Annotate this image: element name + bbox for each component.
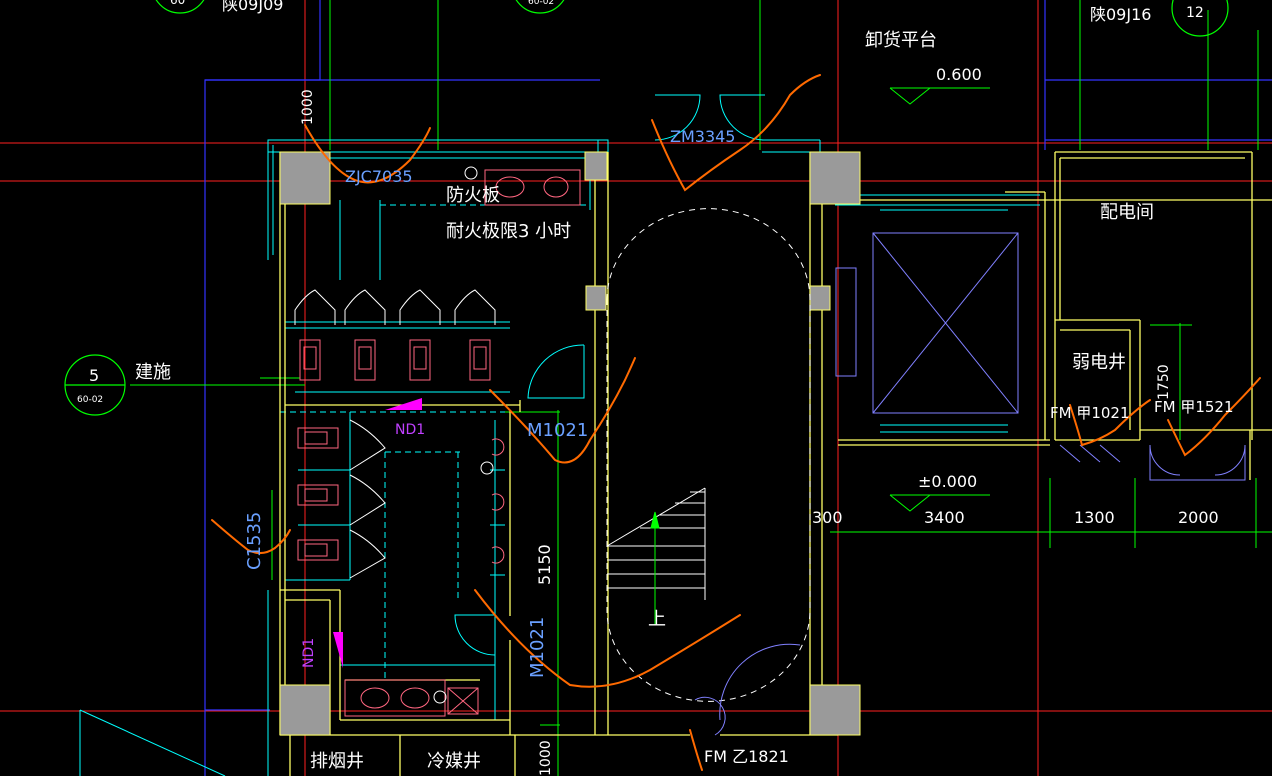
power-room-label: 配电间 [1100, 202, 1154, 223]
stair-arrow [650, 511, 660, 625]
elevation-0600: 0.600 [936, 65, 982, 84]
stair-up-label: 上 [648, 609, 666, 630]
text-labels: 卸货平台 0.600 ±0.000 配电间 弱电井 排烟井 冷媒井 防火板 耐火… [77, 0, 1234, 776]
door-nd1-left: ND1 [301, 638, 317, 668]
bubble-top-mid-sub: 60-02 [528, 0, 554, 7]
dim-1300: 1300 [1074, 508, 1115, 527]
shaan-left-label: 陕09J09 [222, 0, 283, 14]
door-fm-jia1521: FM 甲1521 [1154, 398, 1234, 416]
shaan-right-label: 陕09J16 [1090, 5, 1151, 24]
outline-blue [204, 0, 1272, 776]
fixtures [297, 169, 581, 717]
door-zm3345: ZM3345 [670, 127, 735, 146]
door-swings-blue [694, 444, 1246, 736]
dim-1000-top: 1000 [300, 89, 316, 125]
columns [279, 151, 861, 736]
fire-limit-label: 耐火极限3 小时 [446, 221, 571, 242]
floor-drains [433, 166, 494, 704]
staircase [606, 487, 706, 600]
dim-5150: 5150 [535, 544, 554, 585]
bottom-left-lines [79, 709, 226, 776]
door-nd1-top: ND1 [395, 422, 425, 438]
magenta-markers [333, 398, 422, 668]
door-m1021-upper: M1021 [527, 420, 588, 441]
grid-lines-green [130, 0, 1272, 776]
bubble-top-left-number: 60 [170, 0, 185, 7]
elevation-markers [889, 87, 990, 512]
door-m1021-lower: M1021 [527, 617, 548, 678]
cyan-walls [267, 139, 1040, 776]
dim-1000-bottom: 1000 [538, 740, 554, 776]
elevation-0000: ±0.000 [918, 472, 977, 491]
bubble-5-sub: 60-02 [77, 395, 103, 405]
door-swings [454, 94, 766, 656]
smoke-shaft-label: 排烟井 [310, 751, 364, 772]
bubble-12-number: 12 [1186, 5, 1204, 21]
jianshi-label: 建施 [135, 362, 171, 383]
orange-markups [211, 74, 1261, 771]
window-c1535: C1535 [244, 512, 265, 570]
yellow-walls [279, 151, 1272, 776]
dim-300: 300 [812, 508, 843, 527]
unloading-platform-label: 卸货平台 [865, 30, 937, 51]
stall-partitions [294, 289, 496, 579]
fire-board-label: 防火板 [446, 185, 500, 206]
refrigerant-shaft-label: 冷媒井 [427, 751, 481, 772]
door-fm-yi1821: FM 乙1821 [704, 747, 789, 766]
door-fm-jia1021: FM 甲1021 [1050, 404, 1130, 422]
weak-shaft-label: 弱电井 [1072, 352, 1126, 373]
bubble-5-number: 5 [89, 366, 99, 385]
dim-2000: 2000 [1178, 508, 1219, 527]
stair-oval [606, 208, 811, 702]
grid-bubbles [64, 0, 1229, 416]
dim-3400: 3400 [924, 508, 965, 527]
dim-1750: 1750 [1156, 364, 1172, 400]
door-zjc7035: ZJC7035 [345, 167, 413, 186]
elevator-shaft [835, 232, 1019, 414]
